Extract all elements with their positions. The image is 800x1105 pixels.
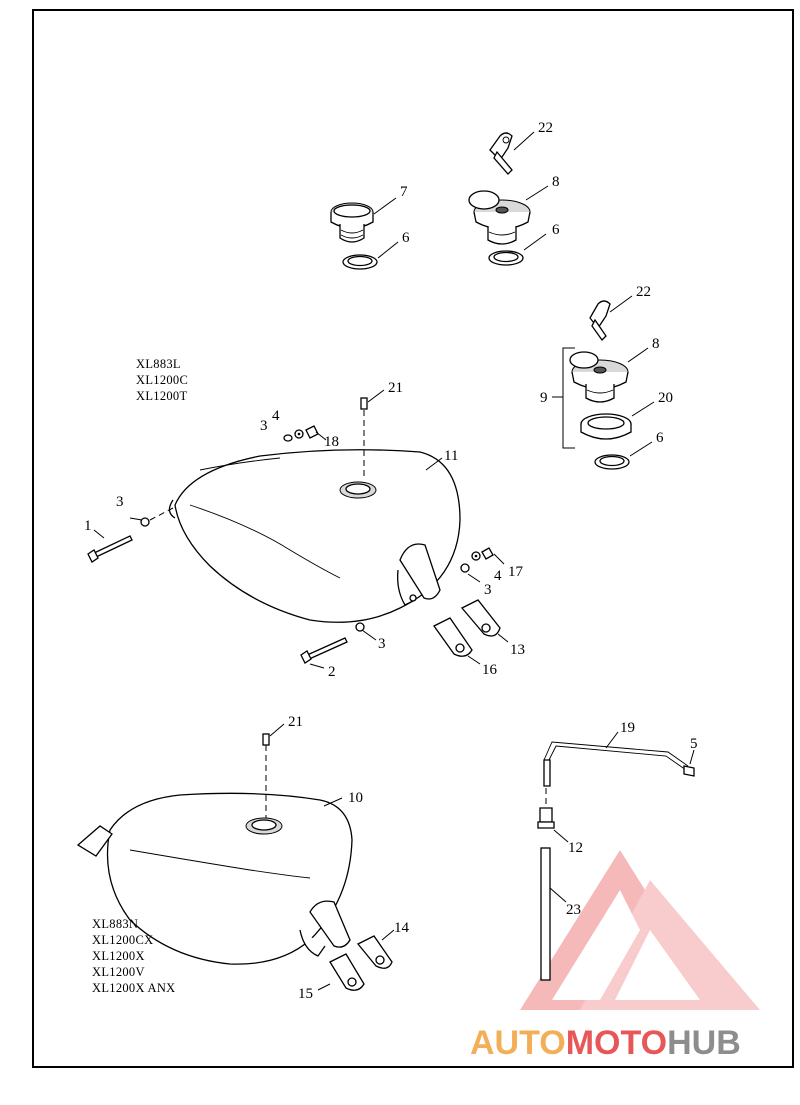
callout-3: 3 bbox=[484, 582, 492, 598]
callout-3: 3 bbox=[378, 636, 386, 652]
nut-17 bbox=[481, 547, 494, 560]
vent-tube-19 bbox=[543, 741, 689, 787]
leader-lines bbox=[93, 131, 695, 991]
watermark-moto: MOTO bbox=[566, 1024, 667, 1062]
callout-6: 6 bbox=[552, 222, 560, 238]
callout-22: 22 bbox=[538, 120, 553, 136]
bracket-14 bbox=[356, 935, 393, 969]
callout-22: 22 bbox=[636, 284, 651, 300]
watermark-auto: AUTO bbox=[470, 1024, 566, 1062]
cap-gasket-6a bbox=[342, 254, 378, 270]
fuel-tank-11 bbox=[168, 449, 461, 623]
callout-19: 19 bbox=[620, 720, 635, 736]
fuel-tank-10 bbox=[76, 792, 353, 965]
bolt-1 bbox=[87, 535, 133, 563]
callout-9: 9 bbox=[540, 390, 548, 406]
model-label: XL883L bbox=[136, 357, 181, 371]
washer-3d bbox=[355, 622, 365, 632]
vent-screw-21b bbox=[262, 733, 270, 746]
bracket-16 bbox=[433, 617, 473, 657]
callout-4: 4 bbox=[272, 408, 280, 424]
vent-hose-23 bbox=[540, 847, 551, 981]
locking-fuel-cap-assembly bbox=[569, 351, 629, 403]
callout-6: 6 bbox=[402, 230, 410, 246]
cap-gasket-6b bbox=[488, 250, 524, 266]
assembly-bracket-9 bbox=[562, 347, 575, 449]
model-label: XL883N bbox=[92, 917, 138, 931]
callout-2: 2 bbox=[328, 664, 336, 680]
diagram-frame bbox=[32, 9, 794, 1068]
callout-21: 21 bbox=[288, 714, 303, 730]
bracket-15 bbox=[329, 953, 365, 991]
model-list-bottom: XL883N XL1200CX XL1200X XL1200V XL1200X … bbox=[92, 917, 176, 995]
key-22a bbox=[489, 132, 513, 175]
callout-7: 7 bbox=[400, 184, 408, 200]
locking-fuel-cap-top bbox=[468, 190, 531, 245]
callout-numbers: 22 7 8 6 6 22 8 9 20 6 21 4 3 18 11 3 1 … bbox=[84, 120, 698, 1002]
model-label: XL1200X bbox=[92, 949, 145, 963]
callout-5: 5 bbox=[690, 736, 698, 752]
bracket-13 bbox=[460, 599, 501, 637]
callout-12: 12 bbox=[568, 840, 583, 856]
callout-17: 17 bbox=[508, 564, 524, 580]
vent-screw-21a bbox=[360, 397, 368, 410]
callout-14: 14 bbox=[394, 920, 410, 936]
callout-6: 6 bbox=[656, 430, 664, 446]
callout-4: 4 bbox=[494, 568, 502, 584]
vented-fuel-cap bbox=[330, 202, 374, 243]
washer-4a bbox=[294, 429, 304, 439]
washer-3a bbox=[283, 434, 293, 442]
model-label: XL1200CX bbox=[92, 933, 153, 947]
model-list-top: XL883L XL1200C XL1200T bbox=[136, 357, 188, 403]
callout-13: 13 bbox=[510, 642, 525, 658]
callout-15: 15 bbox=[298, 986, 313, 1002]
callout-21: 21 bbox=[388, 380, 403, 396]
key-22b bbox=[589, 300, 611, 342]
watermark-text: AUTOMOTOHUB bbox=[470, 1024, 741, 1062]
adapter-ring-20 bbox=[580, 413, 632, 440]
callout-20: 20 bbox=[658, 390, 673, 406]
callout-1: 1 bbox=[84, 518, 92, 534]
callout-3: 3 bbox=[116, 494, 124, 510]
model-label: XL1200T bbox=[136, 389, 187, 403]
washer-4b bbox=[471, 551, 481, 561]
cap-gasket-6c bbox=[594, 454, 630, 470]
model-label: XL1200X ANX bbox=[92, 981, 176, 995]
fitting-5 bbox=[683, 765, 695, 777]
bolt-2 bbox=[300, 637, 348, 664]
washer-3b bbox=[140, 517, 150, 527]
callout-16: 16 bbox=[482, 662, 498, 678]
callout-11: 11 bbox=[444, 448, 458, 464]
connector-12 bbox=[537, 807, 555, 829]
watermark-hub: HUB bbox=[667, 1024, 741, 1062]
callout-23: 23 bbox=[566, 902, 581, 918]
model-label: XL1200V bbox=[92, 965, 145, 979]
callout-10: 10 bbox=[348, 790, 363, 806]
model-label: XL1200C bbox=[136, 373, 188, 387]
washer-3c bbox=[460, 563, 470, 573]
callout-18: 18 bbox=[324, 434, 339, 450]
watermark-logo bbox=[520, 850, 760, 1010]
callout-8: 8 bbox=[552, 174, 560, 190]
callout-8: 8 bbox=[652, 336, 660, 352]
svg-text:AUTOMOTOHUB: AUTOMOTOHUB bbox=[470, 1024, 741, 1062]
callout-3: 3 bbox=[260, 418, 268, 434]
